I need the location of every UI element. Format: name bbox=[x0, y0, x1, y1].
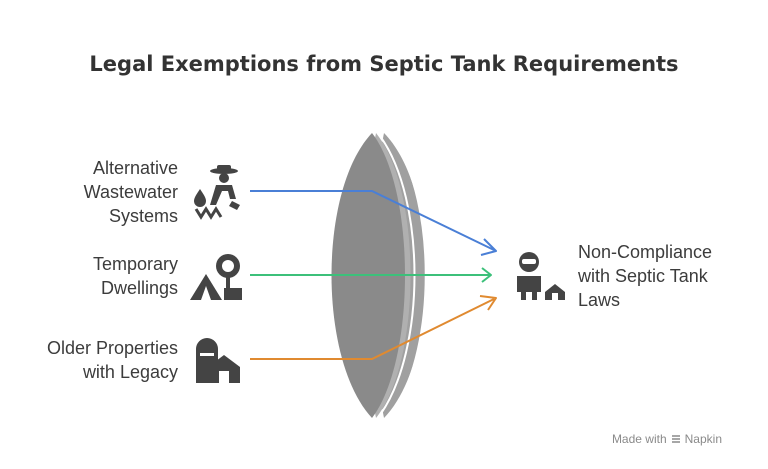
watermark-brand: Napkin bbox=[684, 432, 722, 446]
diagram-title: Legal Exemptions from Septic Tank Requir… bbox=[89, 52, 679, 76]
connector-orange bbox=[250, 298, 495, 360]
connector-blue bbox=[250, 190, 495, 251]
watermark-prefix: Made with bbox=[611, 432, 667, 446]
person-house-icon bbox=[517, 252, 565, 300]
tent-tree-icon bbox=[190, 254, 242, 300]
label-older-properties: Older Properties with Legacy bbox=[46, 338, 178, 382]
arrowhead-green bbox=[481, 267, 492, 283]
wastewater-worker-icon bbox=[194, 165, 240, 220]
napkin-logo-icon bbox=[671, 435, 680, 443]
watermark[interactable]: Made with Napkin bbox=[612, 432, 722, 446]
arrowhead-blue bbox=[480, 238, 497, 256]
arrowhead-orange bbox=[479, 295, 497, 311]
label-non-compliance: Non-Compliance with Septic Tank Laws bbox=[578, 242, 713, 310]
label-temporary-dwellings: Temporary Dwellings bbox=[92, 254, 178, 298]
label-alternative-wastewater-systems: Alternative Wastewater Systems bbox=[83, 158, 178, 226]
silo-house-icon bbox=[196, 338, 240, 383]
